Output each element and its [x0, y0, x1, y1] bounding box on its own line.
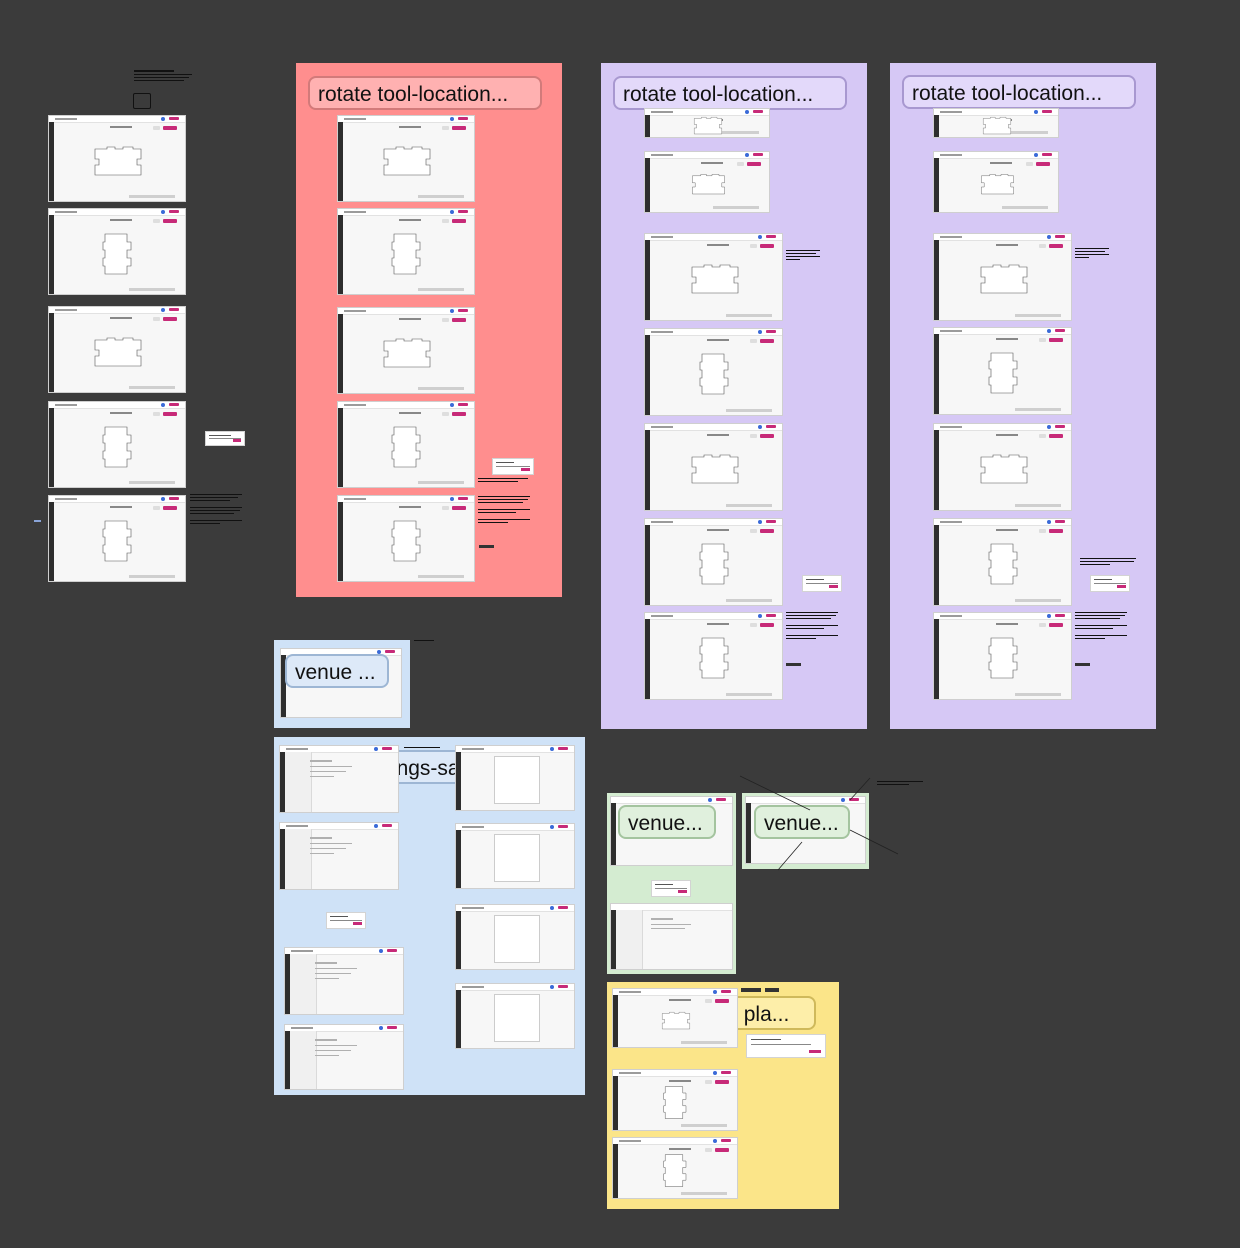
floor-plan-outline [391, 233, 421, 274]
floor-plan-outline [662, 1011, 690, 1029]
dialog-mock-floor [746, 1034, 826, 1058]
screen-frame [48, 208, 186, 295]
screen-frame [644, 328, 783, 416]
screen-frame [644, 108, 770, 138]
screen-frame [48, 306, 186, 393]
floor-plan-outline [94, 146, 142, 175]
flow-connector-icon [133, 93, 151, 109]
section-label[interactable]: rotate tool-location... [613, 76, 847, 110]
floor-plan-outline [980, 174, 1014, 195]
section-label[interactable]: venue... [618, 805, 716, 839]
floor-plan-outline [699, 543, 728, 585]
screen-frame [933, 423, 1072, 511]
loose-frames-column [0, 0, 260, 600]
floor-plan-outline [983, 116, 1011, 134]
screen-frame [48, 401, 186, 488]
screen-frame [279, 745, 399, 813]
note-top-left [134, 70, 194, 81]
screen-frame [337, 307, 475, 394]
screen-frame [337, 208, 475, 295]
screen-frame [612, 988, 738, 1048]
screen-frame [337, 401, 475, 488]
note-purple-1-b [786, 612, 841, 639]
dark-button-b[interactable] [765, 988, 779, 992]
screen-frame [933, 151, 1059, 213]
section-label[interactable]: rotate tool-location... [308, 76, 542, 110]
small-marker [34, 520, 41, 522]
settings-frame [610, 903, 733, 970]
screen-frame [612, 1137, 738, 1199]
note-left-frame-5 [190, 494, 245, 524]
screen-frame [933, 108, 1059, 138]
screen-frame [644, 233, 783, 321]
screen-frame [337, 115, 475, 202]
floor-plan-outline [94, 337, 142, 366]
screen-frame [644, 151, 770, 213]
dialog-mock-left [205, 431, 245, 446]
screen-frame [933, 233, 1072, 321]
floor-plan-outline [383, 338, 431, 367]
screen-frame [933, 518, 1072, 606]
note-purple-2-a [1075, 248, 1115, 258]
dialog-mock-red [492, 458, 534, 475]
screen-frame [455, 823, 575, 889]
dialog-mock-purple-2 [1090, 575, 1130, 592]
screen-frame [644, 423, 783, 511]
dark-button-a[interactable] [741, 988, 761, 992]
screen-frame [337, 495, 475, 582]
screen-frame [279, 822, 399, 890]
screen-frame [284, 947, 404, 1015]
floor-plan-outline [663, 1085, 687, 1119]
note-purple-2-c [1075, 612, 1130, 639]
floor-plan-outline [391, 426, 421, 467]
note-purple-1-a [786, 250, 826, 260]
floor-plan-outline [102, 233, 132, 274]
section-venue-small[interactable]: venue ... [274, 640, 410, 728]
section-label[interactable]: venue ... [285, 654, 389, 688]
floor-plan-outline [102, 520, 132, 561]
floor-plan-outline [691, 454, 738, 484]
floor-plan-outline [102, 426, 132, 467]
floor-plan-outline [391, 520, 421, 561]
section-label[interactable]: rotate tool-location... [902, 75, 1136, 109]
note-purple-2-b [1080, 558, 1138, 567]
note-red [478, 478, 533, 523]
screen-frame [933, 327, 1072, 415]
floor-plan-outline [691, 264, 738, 294]
section-venue-green-1[interactable]: venue... [607, 793, 736, 974]
screen-frame [284, 1024, 404, 1090]
floor-plan-outline [980, 264, 1027, 294]
screen-frame [455, 904, 575, 970]
connector-lines [739, 775, 899, 871]
floor-plan-outline [980, 454, 1027, 484]
note-tick [414, 640, 434, 641]
screen-frame [612, 1069, 738, 1131]
note-green [877, 781, 925, 785]
section-label[interactable]: venue... [754, 805, 850, 839]
dialog-mock-venue [326, 912, 366, 929]
floor-plan-outline [694, 116, 722, 134]
dark-button-purple-2[interactable] [1075, 663, 1090, 666]
floor-plan-outline [699, 637, 728, 679]
floor-plan-outline [988, 637, 1017, 679]
floor-plan-outline [988, 352, 1017, 394]
screen-frame [48, 115, 186, 202]
floor-plan-outline [691, 174, 725, 195]
floor-plan-outline [663, 1153, 687, 1187]
screen-frame [455, 745, 575, 811]
screen-frame [644, 518, 783, 606]
screen-frame [644, 612, 783, 700]
floor-plan-outline [699, 353, 728, 395]
dialog-mock [651, 880, 691, 897]
screen-frame [455, 983, 575, 1049]
section-venue-green-2[interactable]: venue... [742, 793, 869, 869]
dialog-mock-purple-1 [802, 575, 842, 592]
floor-plan-outline [988, 543, 1017, 585]
floor-plan-outline [383, 146, 431, 175]
dark-button-purple-1[interactable] [786, 663, 801, 666]
screen-frame [48, 495, 186, 582]
note-line [404, 747, 440, 748]
dark-button-red[interactable] [479, 545, 494, 548]
screen-frame [933, 612, 1072, 700]
